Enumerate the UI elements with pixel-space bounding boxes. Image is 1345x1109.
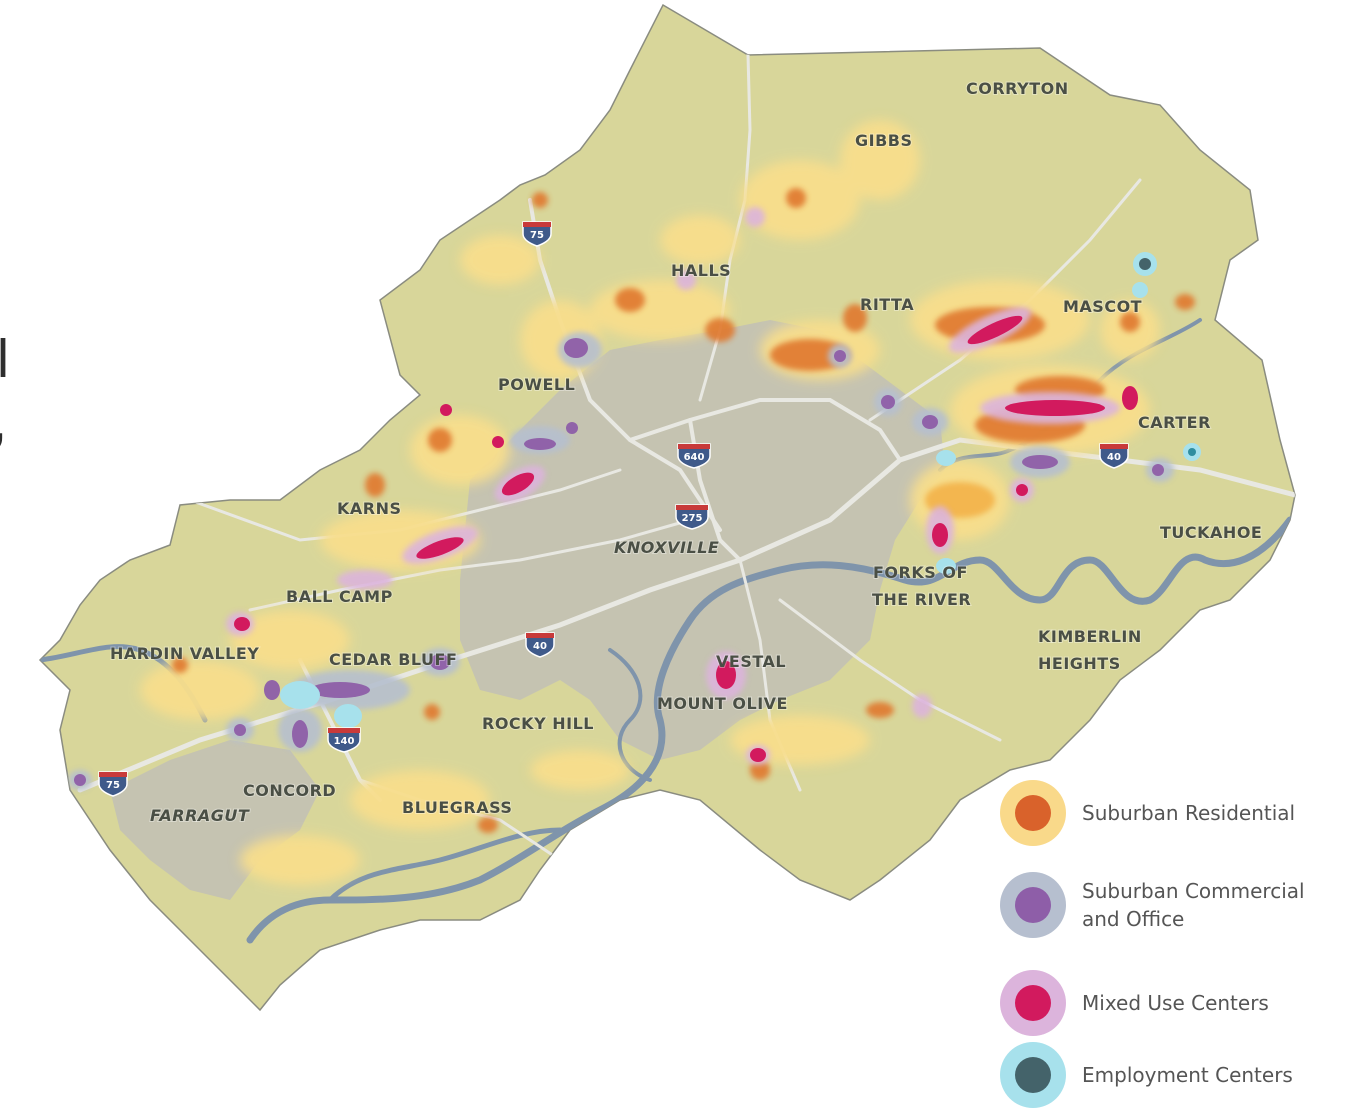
label-bluegrass: BLUEGRASS bbox=[402, 798, 512, 817]
interstate-640 bbox=[628, 398, 902, 462]
suburban-residential-heat-outer bbox=[140, 120, 1160, 885]
label-kimberlin: KIMBERLIN bbox=[1038, 627, 1142, 646]
label-halls: HALLS bbox=[671, 261, 731, 280]
label-ball-camp: BALL CAMP bbox=[286, 587, 393, 606]
label-rocky-hill: ROCKY HILL bbox=[482, 714, 594, 733]
mixed-use-heat-inner bbox=[234, 315, 1138, 762]
svg-text:75: 75 bbox=[106, 780, 120, 791]
label-forks-of: FORKS OF bbox=[873, 563, 968, 582]
legend-label: Suburban Commercial and Office bbox=[1082, 879, 1305, 931]
shield-i75-north: 75 bbox=[522, 221, 552, 247]
legend-swatch-employment-centers bbox=[1000, 1042, 1066, 1108]
svg-text:40: 40 bbox=[533, 641, 547, 652]
shield-i275: 275 bbox=[675, 504, 709, 530]
label-hardin-valley: HARDIN VALLEY bbox=[110, 644, 259, 663]
tennessee-river bbox=[246, 516, 1294, 944]
label-ritta: RITTA bbox=[860, 295, 914, 314]
label-carter: CARTER bbox=[1138, 413, 1211, 432]
label-karns: KARNS bbox=[337, 499, 402, 518]
clipped-side-text-line-2: il, bbox=[0, 392, 8, 450]
label-gibbs: GIBBS bbox=[855, 131, 913, 150]
shield-i640: 640 bbox=[677, 443, 711, 469]
label-mascot: MASCOT bbox=[1063, 297, 1142, 316]
legend-swatch-mixed-use bbox=[1000, 970, 1066, 1036]
clipped-side-text-line-1: al bbox=[0, 329, 11, 389]
map-legend: Suburban Residential Suburban Commercial… bbox=[1000, 780, 1345, 1109]
legend-item-suburban-residential: Suburban Residential bbox=[1000, 780, 1295, 846]
interstate-shields: 75 640 275 40 40 140 bbox=[98, 221, 1129, 797]
svg-text:640: 640 bbox=[684, 452, 705, 463]
label-tuckahoe: TUCKAHOE bbox=[1160, 523, 1262, 542]
farragut-urban-area bbox=[110, 740, 320, 900]
legend-label: Employment Centers bbox=[1082, 1063, 1293, 1087]
employment-centers-heat bbox=[280, 252, 1201, 728]
knoxville-urban-area bbox=[460, 320, 945, 760]
legend-item-suburban-commercial: Suburban Commercial and Office bbox=[1000, 872, 1305, 938]
svg-text:275: 275 bbox=[682, 513, 703, 524]
legend-label: Suburban Residential bbox=[1082, 801, 1296, 825]
legend-item-mixed-use: Mixed Use Centers bbox=[1000, 970, 1269, 1036]
shield-i140: 140 bbox=[327, 727, 361, 753]
svg-text:40: 40 bbox=[1107, 452, 1121, 463]
highway-west bbox=[248, 518, 692, 612]
label-the-river: THE RIVER bbox=[872, 590, 971, 609]
label-corryton: CORRYTON bbox=[966, 79, 1069, 98]
label-mount-olive: MOUNT OLIVE bbox=[657, 694, 788, 713]
legend-label: Mixed Use Centers bbox=[1082, 991, 1269, 1015]
label-vestal: VESTAL bbox=[716, 652, 786, 671]
shield-i40-west: 40 bbox=[525, 632, 555, 658]
label-farragut: FARRAGUT bbox=[150, 806, 250, 825]
legend-swatch-suburban-residential bbox=[1000, 780, 1066, 846]
svg-text:75: 75 bbox=[530, 230, 544, 241]
legend-swatch-suburban-commercial bbox=[1000, 872, 1066, 938]
place-labels: CORRYTON GIBBS HALLS RITTA MASCOT POWELL… bbox=[109, 78, 1263, 826]
shield-i75-south: 75 bbox=[98, 771, 128, 797]
label-powell: POWELL bbox=[498, 375, 575, 394]
legend-item-employment-centers: Employment Centers bbox=[1000, 1042, 1293, 1108]
svg-text:140: 140 bbox=[334, 736, 355, 747]
label-concord: CONCORD bbox=[243, 781, 336, 800]
label-cedar-bluff: CEDAR BLUFF bbox=[329, 650, 457, 669]
suburban-commercial-heat-inner bbox=[74, 338, 1164, 786]
highway-southeast bbox=[778, 598, 1002, 742]
label-knoxville: KNOXVILLE bbox=[614, 538, 719, 557]
shield-i40-east: 40 bbox=[1099, 443, 1129, 469]
label-heights: HEIGHTS bbox=[1038, 654, 1121, 673]
